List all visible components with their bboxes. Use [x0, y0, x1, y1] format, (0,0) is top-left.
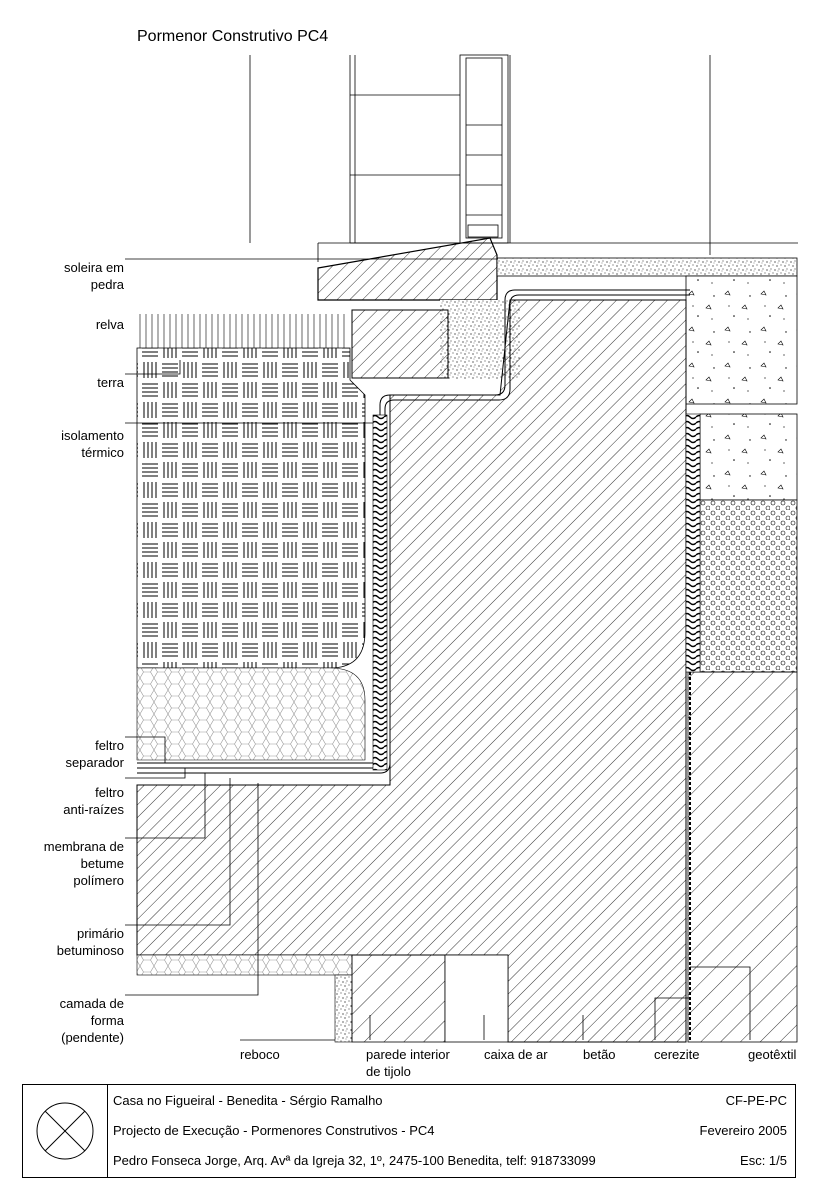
label-feltro-separador-line1: feltro — [95, 738, 124, 753]
label-camada-forma: camada de forma (pendente) — [20, 995, 124, 1046]
label-camada-line3: (pendente) — [61, 1030, 124, 1045]
label-feltro-separador-line2: separador — [65, 755, 124, 770]
label-feltro-anti-line1: feltro — [95, 785, 124, 800]
label-parede-line1: parede interior — [366, 1047, 450, 1062]
crossed-circle-icon — [36, 1102, 94, 1160]
sand-bed — [496, 257, 798, 277]
label-primario: primário betuminoso — [20, 925, 124, 959]
grass — [139, 314, 345, 348]
label-membrana: membrana de betume polímero — [20, 838, 124, 889]
label-geotextil: geotêxtil — [748, 1047, 797, 1062]
concrete-block-upper — [685, 275, 798, 405]
title-block-phase: Projecto de Execução - Pormenores Constr… — [113, 1123, 435, 1138]
label-reboco: reboco — [240, 1047, 280, 1062]
label-primario-line2: betuminoso — [56, 943, 124, 958]
label-isolamento-line2: térmico — [81, 445, 124, 460]
label-camada-line1: camada de — [59, 996, 124, 1011]
title-block-date: Fevereiro 2005 — [699, 1123, 787, 1138]
title-block-project: Casa no Figueiral - Benedita - Sérgio Ra… — [113, 1093, 383, 1108]
insulation-right — [685, 413, 701, 673]
soil-terra — [136, 347, 366, 669]
label-membrana-line3: polímero — [73, 873, 124, 888]
label-terra: terra — [97, 375, 124, 390]
brick-wall — [351, 954, 446, 1043]
label-parede-line2: de tijolo — [366, 1064, 411, 1079]
drawing-title: Pormenor Construtivo PC4 — [137, 28, 329, 45]
thermal-insulation — [372, 414, 388, 771]
air-gap — [444, 954, 509, 1043]
label-feltro-separador: feltro separador — [20, 737, 124, 771]
title-block-logo — [23, 1085, 108, 1177]
leader-lines — [125, 258, 751, 1041]
drainage-layer — [136, 667, 366, 761]
gravel-fill — [699, 499, 798, 673]
title-block: Casa no Figueiral - Benedita - Sérgio Ra… — [22, 1084, 796, 1178]
screed-bottom — [136, 954, 353, 976]
title-block-code: CF-PE-PC — [725, 1093, 787, 1108]
label-caixa-de-ar: caixa de ar — [484, 1047, 548, 1062]
label-feltro-anti-raizes: feltro anti-raízes — [20, 784, 124, 818]
right-wall-hatch — [687, 671, 798, 1043]
label-parede: parede interior de tijolo — [366, 1046, 450, 1080]
label-isolamento: isolamento térmico — [20, 427, 124, 461]
window-frame — [249, 54, 798, 262]
label-soleira: soleira em pedra — [20, 259, 124, 293]
label-feltro-anti-line2: anti-raízes — [63, 802, 124, 817]
label-cerezite: cerezite — [654, 1047, 700, 1062]
paver-block — [351, 309, 449, 379]
reboco-plaster — [334, 974, 353, 1043]
label-primario-line1: primário — [77, 926, 124, 941]
title-block-scale: Esc: 1/5 — [740, 1153, 787, 1168]
label-soleira-line2: pedra — [90, 277, 124, 292]
stone-sill — [317, 237, 498, 301]
concrete-block-middle — [699, 413, 798, 501]
label-camada-line2: forma — [90, 1013, 124, 1028]
label-isolamento-line1: isolamento — [61, 428, 124, 443]
label-membrana-line2: betume — [80, 856, 124, 871]
label-relva: relva — [95, 317, 124, 332]
label-membrana-line1: membrana de — [43, 839, 124, 854]
label-betao: betão — [583, 1047, 616, 1062]
title-block-architect: Pedro Fonseca Jorge, Arq. Avª da Igreja … — [113, 1153, 596, 1168]
label-soleira-line1: soleira em — [64, 260, 124, 275]
